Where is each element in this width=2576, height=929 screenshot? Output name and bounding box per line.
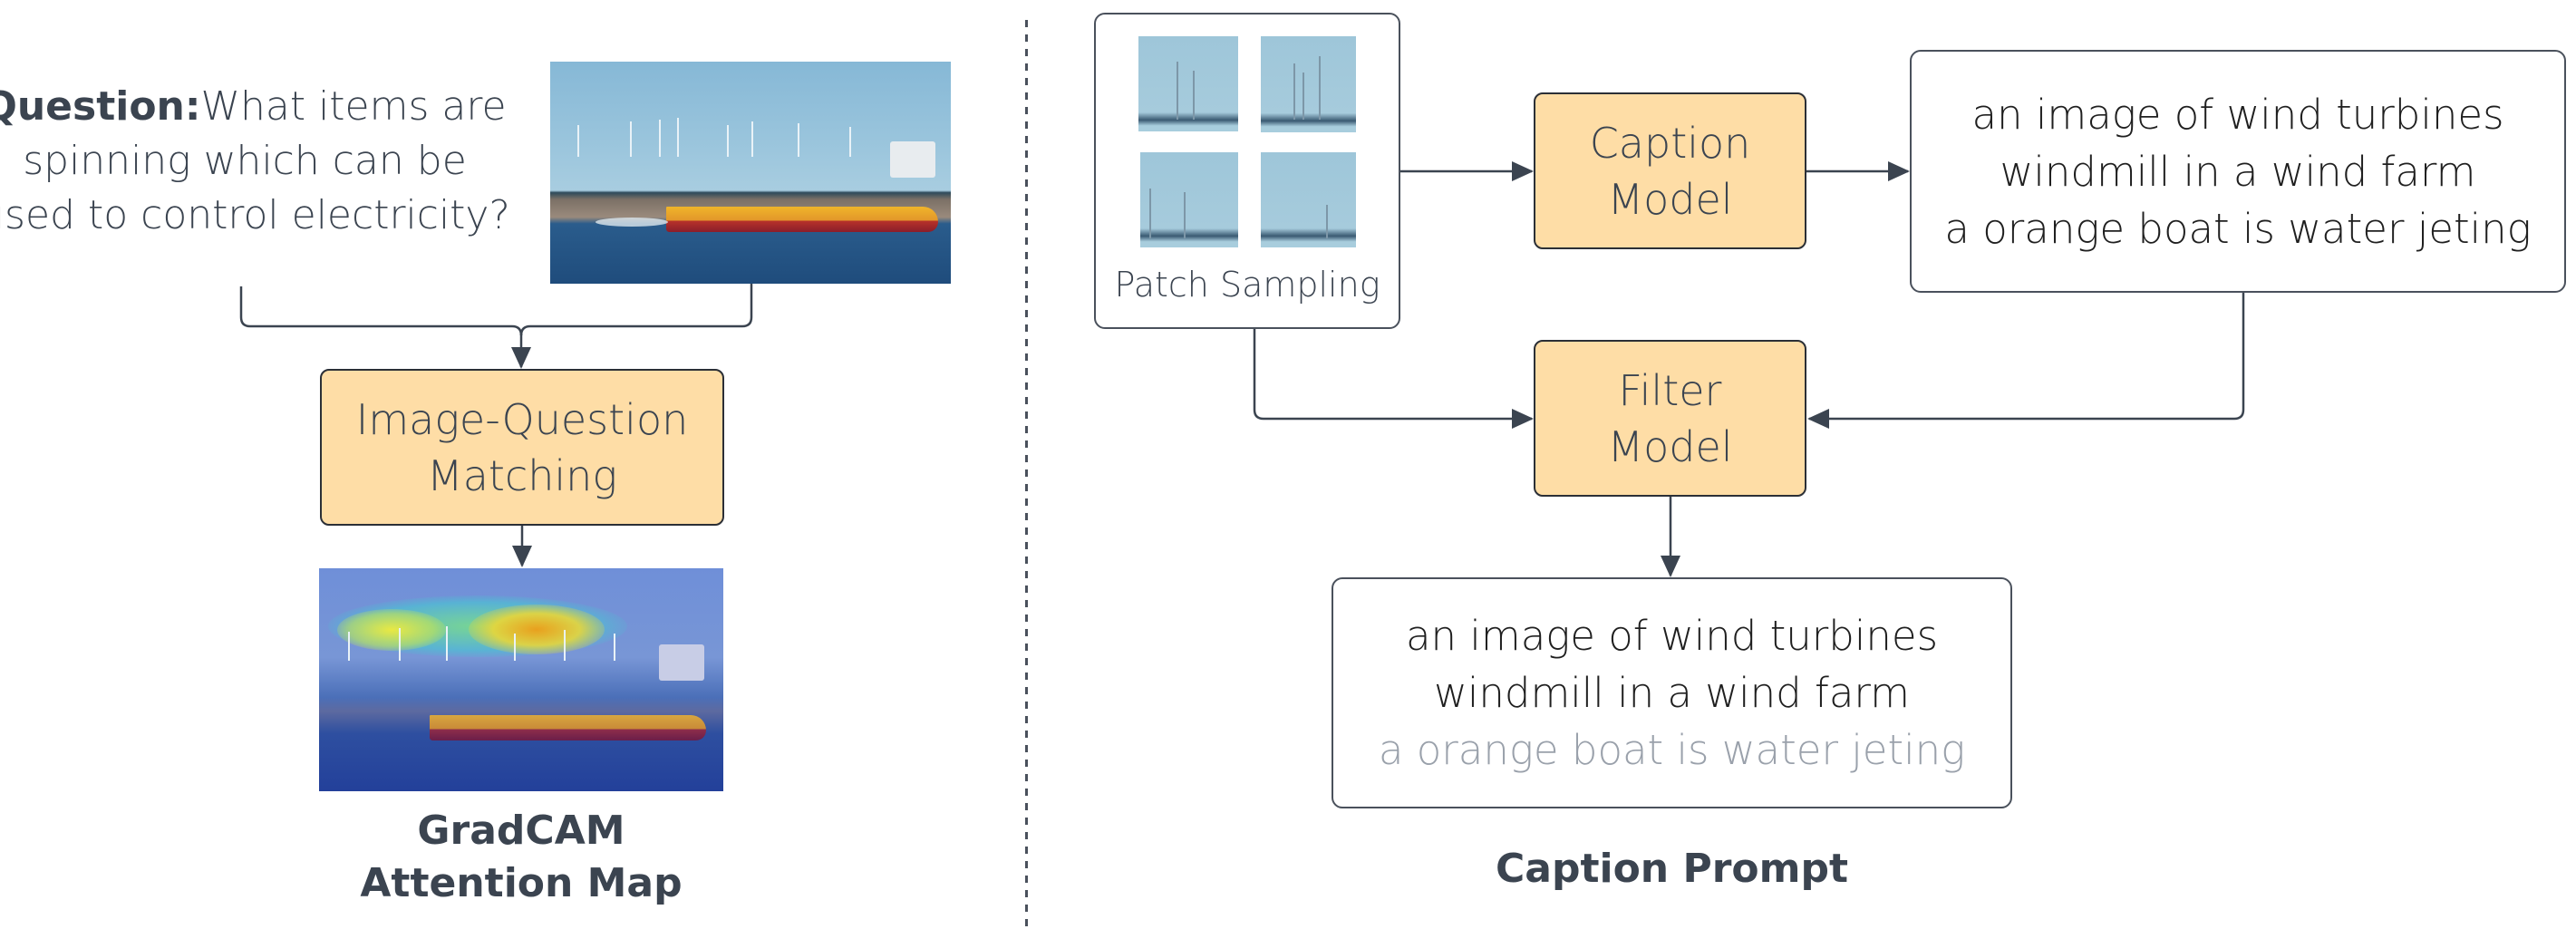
turbine-icon [348, 632, 350, 661]
patch-image-2 [1261, 36, 1356, 132]
question-line-1: What items are [200, 83, 507, 130]
turbine-icon [659, 120, 661, 157]
patch-sampling-label: Patch Sampling [1114, 265, 1380, 305]
filtered-caption-3-removed: a orange boat is water jeting [1378, 726, 1966, 774]
caption-model-line-2: Model [1607, 174, 1733, 224]
boat-hull [666, 207, 938, 232]
turbine-icon [630, 121, 632, 157]
turbine-icon [1149, 189, 1151, 238]
filter-model-line-2: Model [1607, 421, 1733, 471]
turbine-icon [849, 127, 851, 157]
attention-map-image [319, 568, 723, 791]
turbine-icon [727, 125, 729, 157]
question-label: Question: [0, 83, 201, 130]
attention-map-caption: GradCAM Attention Map [319, 805, 723, 910]
generated-caption-1: an image of wind turbines [1971, 90, 2504, 139]
edge-image-to-merge [519, 284, 753, 336]
turbine-icon [399, 628, 401, 661]
caption-prompt-box: an image of wind turbines windmill in a … [1332, 577, 2012, 808]
generated-caption-2: windmill in a wind farm [2000, 147, 2476, 196]
edge-captions-to-filter [1807, 293, 2245, 429]
turbine-icon [514, 634, 516, 661]
turbine-icon [1184, 192, 1186, 238]
turbine-icon [798, 123, 799, 157]
caption-prompt-label: Caption Prompt [1495, 846, 1849, 892]
patch-image-3 [1140, 152, 1238, 247]
turbine-icon [1193, 71, 1195, 120]
filtered-caption-1: an image of wind turbines [1405, 612, 1939, 660]
boat-wake [596, 218, 668, 227]
turbine-icon [751, 121, 753, 157]
patch-image-4 [1261, 152, 1356, 247]
edge-question-to-merge [239, 286, 523, 336]
turbine-icon [577, 125, 579, 157]
turbine-icon [1177, 62, 1178, 120]
generated-captions-box: an image of wind turbines windmill in a … [1910, 50, 2566, 293]
turbine-icon [1293, 63, 1295, 120]
matching-line-1: Image-Question [355, 394, 689, 444]
panel-divider [1025, 20, 1028, 929]
image-question-matching-node: Image-Question Matching [320, 369, 724, 526]
turbine-icon [1319, 56, 1321, 120]
generated-caption-3: a orange boat is water jeting [1944, 204, 2532, 253]
turbine-icon [564, 630, 566, 661]
caption-model-line-1: Caption [1589, 118, 1751, 168]
attention-caption-line-1: GradCAM [417, 808, 625, 854]
question-line-3: used to control electricity? [0, 192, 510, 238]
matching-line-2: Matching [427, 450, 617, 500]
boat-pier [659, 644, 704, 681]
turbine-icon [614, 634, 615, 661]
filter-model-node: Filter Model [1534, 340, 1806, 497]
turbine-icon [677, 118, 679, 157]
patch-image-1 [1138, 36, 1238, 131]
input-image [550, 62, 951, 284]
question-line-2: spinning which can be [23, 138, 467, 184]
filtered-caption-2: windmill in a wind farm [1434, 669, 1910, 717]
turbine-icon [1326, 205, 1328, 238]
heatmap-hotspot-left [337, 609, 446, 651]
question-text: Question:What items are spinning which c… [0, 80, 526, 243]
heatmap-hotspot-center [469, 605, 605, 654]
turbine-icon [1303, 73, 1304, 120]
boat-hull [430, 715, 706, 740]
turbine-icon [446, 626, 448, 661]
edge-patches-to-filter [1253, 329, 1534, 429]
attention-caption-line-2: Attention Map [360, 860, 683, 906]
boat-pier [890, 141, 935, 178]
caption-model-node: Caption Model [1534, 92, 1806, 249]
filter-model-line-1: Filter [1618, 365, 1722, 415]
